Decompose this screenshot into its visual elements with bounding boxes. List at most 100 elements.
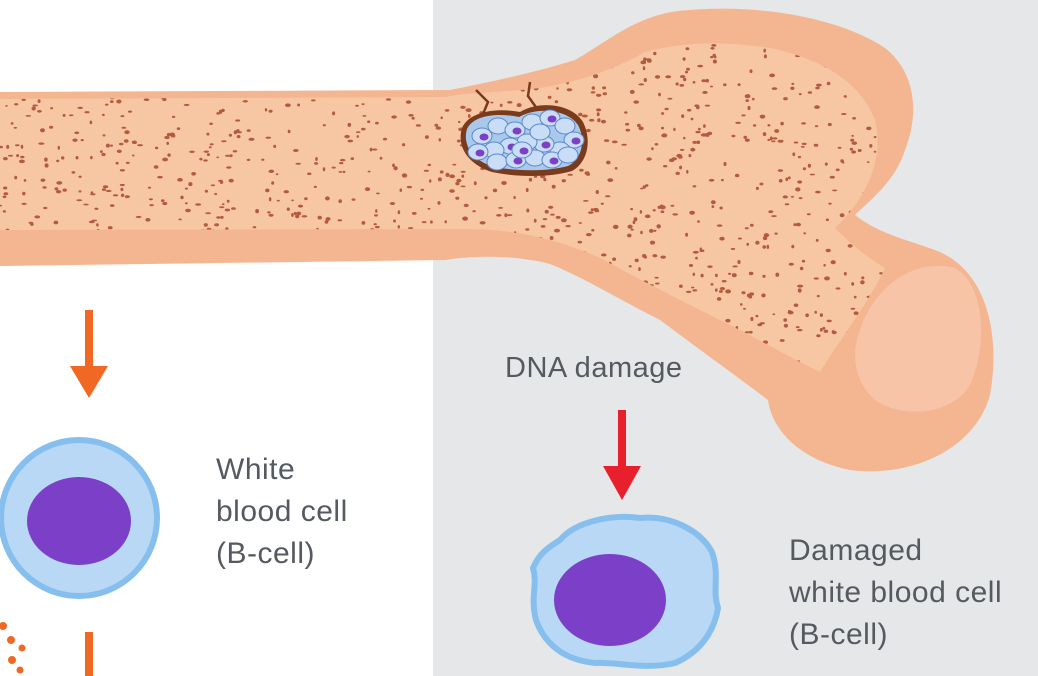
bone-dot [787,176,791,180]
bone-dot [793,223,797,227]
bone-dot [444,109,450,112]
bone-dot [792,152,796,157]
bone-dot [685,47,690,51]
bone-dot [297,103,300,107]
bone-dot [783,318,788,322]
bone-dot [268,109,273,113]
bone-dot [170,134,176,138]
bone-dot [273,144,277,148]
bone-dot [484,196,488,200]
bone-dot [825,248,831,253]
cell-nucleus [27,477,131,565]
bone-dot [701,79,706,83]
bone-dot [795,222,801,227]
bone-dot [295,214,300,219]
bone-dot [226,199,230,203]
bone-dot [841,113,847,115]
bone-dot [373,223,377,226]
bone-dot [734,173,740,178]
bone-dot [61,156,65,160]
bone-dot [137,144,144,147]
bone-dot [788,262,794,266]
bone-dot [71,171,76,174]
bone-dot [850,138,855,142]
bone-inner [0,43,885,373]
bone-dot [131,140,137,145]
bone-dot [30,222,34,226]
arrow-down-icon [85,632,93,676]
bone-dot [801,259,806,263]
bone-dot [832,189,838,192]
bone-dot [577,240,583,244]
bone-dot [687,108,692,112]
bone-dot [679,284,683,288]
bone-dot [748,330,753,334]
bone-dot [102,185,109,189]
bone-dot [621,143,627,146]
bone-dot [723,161,727,167]
bone-dot [228,178,234,183]
bone-dot [191,172,197,176]
bone-dot [715,288,718,292]
bone-dot [94,207,99,210]
bone-dot [697,64,704,68]
bone-dot [839,213,845,218]
bone-dot [637,123,641,128]
bone-dot [8,154,13,157]
bone-dot [743,135,747,139]
bone-dot [767,138,771,141]
bone-dot [625,128,631,132]
bone-dot [171,115,176,118]
bone-dot [218,179,223,182]
bone-dot [583,200,589,202]
bone-dot [830,260,836,265]
bone-dot [807,163,812,168]
bone-dot [183,103,190,107]
bone-dot [710,56,714,59]
bone-dot [184,187,188,190]
bone-dot [665,75,672,79]
bone-dot [823,329,829,333]
bone-dot [755,240,760,245]
bone-dot [267,211,271,214]
bone-dot [625,122,630,126]
bone-dot [177,178,183,182]
bone-dot [841,161,845,164]
bone-dot [118,142,124,146]
bone-dot [703,124,706,128]
bone-dot [715,273,718,278]
bone-dot [685,70,688,74]
bone-dot [5,105,8,107]
bone-dot [675,171,680,175]
bone-dot [162,201,168,206]
bone-dot [816,334,821,338]
bone-dot [411,212,417,215]
bone-dot [847,244,853,248]
bone-dot [506,214,513,217]
bone-dot [607,178,614,183]
bone-dot [208,146,212,149]
bone-dot [439,170,444,174]
bone-dot [762,274,766,278]
bone-dot [835,287,841,290]
bone-dot [235,119,241,122]
bone-dot [54,187,59,191]
bone-dot [89,120,93,125]
bone-dot [14,103,19,106]
damaged-white-blood-cell-label: Damaged white blood cell (B-cell) [789,530,1002,656]
tumor-cell-nucleus [513,157,523,165]
bone-dot [411,116,415,120]
bone-dot [772,313,776,316]
bone-dot [744,138,750,142]
bone-dot [763,54,767,59]
bone-dot [597,118,601,123]
bone-dot [721,280,727,283]
bone-dot [104,103,109,106]
bone-dot [783,323,789,328]
bone-dot [654,276,659,279]
dna-damage-label: DNA damage [505,347,683,389]
bone-dot [798,197,803,200]
bone-dot [565,225,571,228]
bone-dot [797,284,804,288]
bone-dot [101,188,107,191]
